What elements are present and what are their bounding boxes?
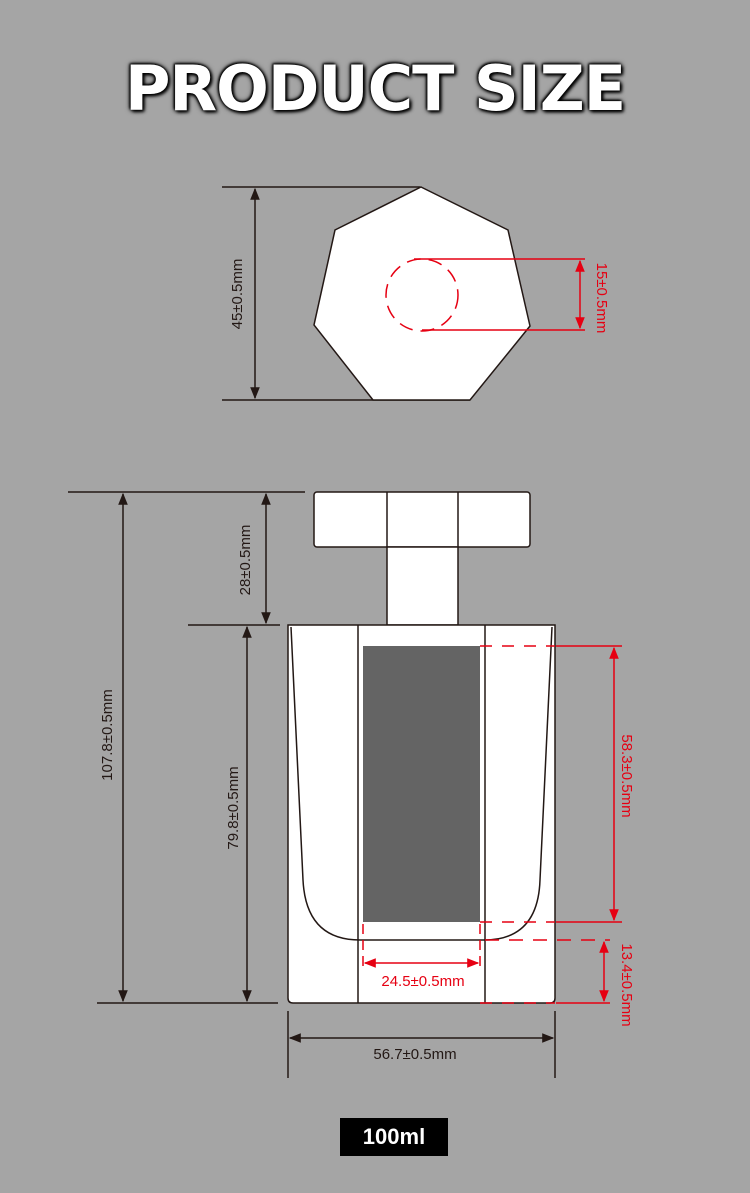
dimension-79-8mm: 79.8±0.5mm bbox=[225, 766, 242, 849]
label-window bbox=[363, 646, 480, 922]
dimension-107-8mm: 107.8±0.5mm bbox=[99, 689, 116, 781]
dimension-24-5mm: 24.5±0.5mm bbox=[381, 973, 464, 990]
dimension-28mm: 28±0.5mm bbox=[237, 525, 254, 596]
neck-opening-circle bbox=[385, 258, 459, 332]
cap-top-bar bbox=[313, 491, 531, 548]
capacity-label: 100ml bbox=[362, 1124, 426, 1149]
front-view: 107.8±0.5mm 28±0.5mm 79.8±0.5mm 58.3±0.5… bbox=[68, 491, 635, 1078]
dimension-15mm: 15±0.5mm bbox=[593, 263, 610, 334]
heptagon-bottle-outline bbox=[313, 186, 531, 401]
capacity-badge: 100ml bbox=[340, 1118, 448, 1156]
dimension-45mm: 45±0.5mm bbox=[229, 259, 246, 330]
top-view: 45±0.5mm 15±0.5mm bbox=[222, 186, 610, 401]
dimension-13-4mm: 13.4±0.5mm bbox=[618, 943, 635, 1026]
cap-stem bbox=[386, 546, 459, 626]
page-title: PRODUCT SIZE bbox=[124, 52, 626, 125]
inner-glass-outline bbox=[290, 626, 553, 941]
dimension-58-3mm: 58.3±0.5mm bbox=[618, 734, 635, 817]
dimension-56-7mm: 56.7±0.5mm bbox=[373, 1046, 456, 1063]
